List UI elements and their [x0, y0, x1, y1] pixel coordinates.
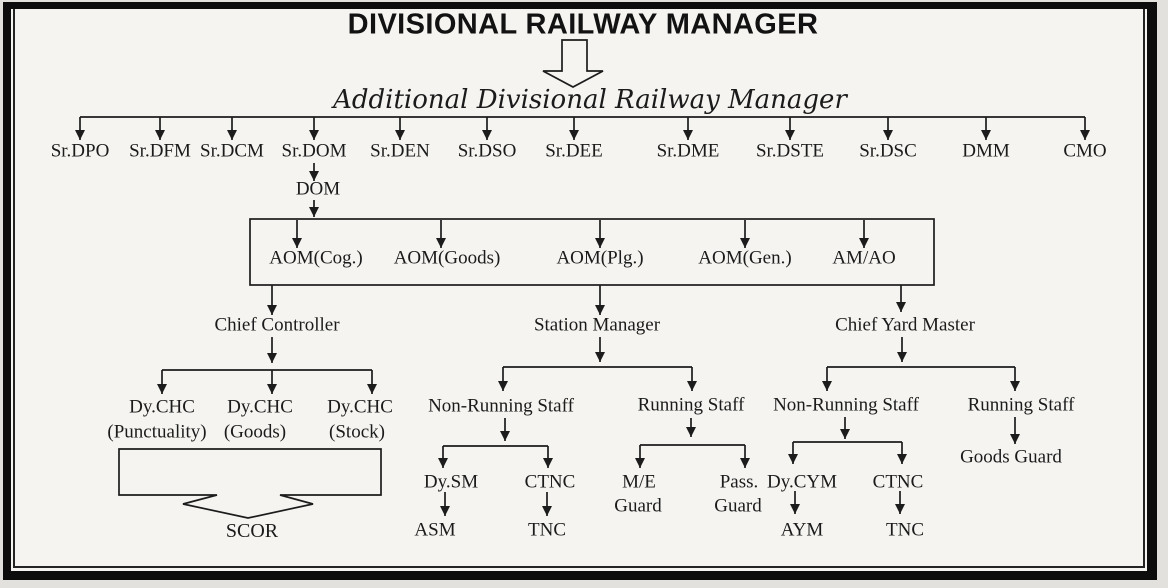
- big-down-arrow: [542, 39, 604, 88]
- node-aom-plg: AOM(Plg.): [556, 247, 644, 269]
- node-dmm: DMM: [962, 140, 1010, 162]
- node-cym-non-running-staff: Non-Running Staff: [773, 394, 919, 416]
- node-sr-dom: Sr.DOM: [281, 140, 347, 162]
- node-chief-controller: Chief Controller: [214, 314, 340, 336]
- node-aom-gen: AOM(Gen.): [698, 247, 792, 269]
- node-cym-running-staff: Running Staff: [967, 394, 1075, 416]
- node-me-guard-line1: M/E: [622, 471, 656, 493]
- connector-lines: [75, 39, 1090, 519]
- node-dychc-goods: Dy.CHC: [227, 396, 293, 418]
- outer-frame: [3, 2, 1157, 580]
- node-sr-den: Sr.DEN: [370, 140, 430, 162]
- node-sr-dpo: Sr.DPO: [50, 140, 110, 162]
- node-sr-dee: Sr.DEE: [545, 140, 603, 162]
- inner-frame-line: [13, 9, 1145, 568]
- node-aom-goods: AOM(Goods): [393, 247, 501, 269]
- node-cmo: CMO: [1063, 140, 1107, 162]
- node-asm: ASM: [414, 519, 456, 541]
- node-dychc-stock: Dy.CHC: [327, 396, 393, 418]
- node-dom: DOM: [295, 178, 341, 200]
- node-sr-dcm: Sr.DCM: [200, 140, 264, 162]
- node-station-manager: Station Manager: [533, 314, 661, 336]
- node-sm-non-running-staff: Non-Running Staff: [428, 395, 574, 417]
- node-pass-guard-line2: Guard: [714, 495, 762, 517]
- node-goods-guard: Goods Guard: [960, 446, 1062, 468]
- node-cym-tnc: TNC: [886, 519, 924, 541]
- scor-merge-arrow: [118, 448, 382, 519]
- node-chief-yard-master: Chief Yard Master: [835, 314, 975, 336]
- node-sr-dste: Sr.DSTE: [755, 140, 825, 162]
- node-sr-dso: Sr.DSO: [457, 140, 517, 162]
- node-tnc: TNC: [528, 519, 566, 541]
- node-cym-ctnc: CTNC: [872, 471, 924, 493]
- node-sr-dsc: Sr.DSC: [859, 140, 917, 162]
- node-sm-running-staff: Running Staff: [637, 394, 745, 416]
- node-me-guard-line2: Guard: [614, 495, 662, 517]
- node-scor: SCOR: [225, 520, 279, 542]
- node-dychc-punctuality: Dy.CHC: [129, 396, 195, 418]
- page-subtitle: Additional Divisional Railway Manager: [333, 85, 847, 115]
- node-aom-cog: AOM(Cog.): [269, 247, 363, 269]
- node-am-ao: AM/AO: [832, 247, 896, 269]
- node-sr-dfm: Sr.DFM: [129, 140, 191, 162]
- page-title: DIVISIONAL RAILWAY MANAGER: [347, 8, 819, 41]
- node-dychc-stock-sub: (Stock): [329, 421, 385, 443]
- aom-box: [249, 218, 935, 286]
- node-sr-dme: Sr.DME: [656, 140, 720, 162]
- node-aym: AYM: [780, 519, 824, 541]
- node-dy-cym: Dy.CYM: [766, 471, 838, 493]
- node-ctnc: CTNC: [524, 471, 576, 493]
- node-dychc-goods-sub: (Goods): [223, 421, 287, 443]
- node-pass-guard-line1: Pass.: [719, 471, 759, 493]
- node-dychc-punctuality-sub: (Punctuality): [107, 421, 207, 443]
- node-dy-sm: Dy.SM: [423, 471, 479, 493]
